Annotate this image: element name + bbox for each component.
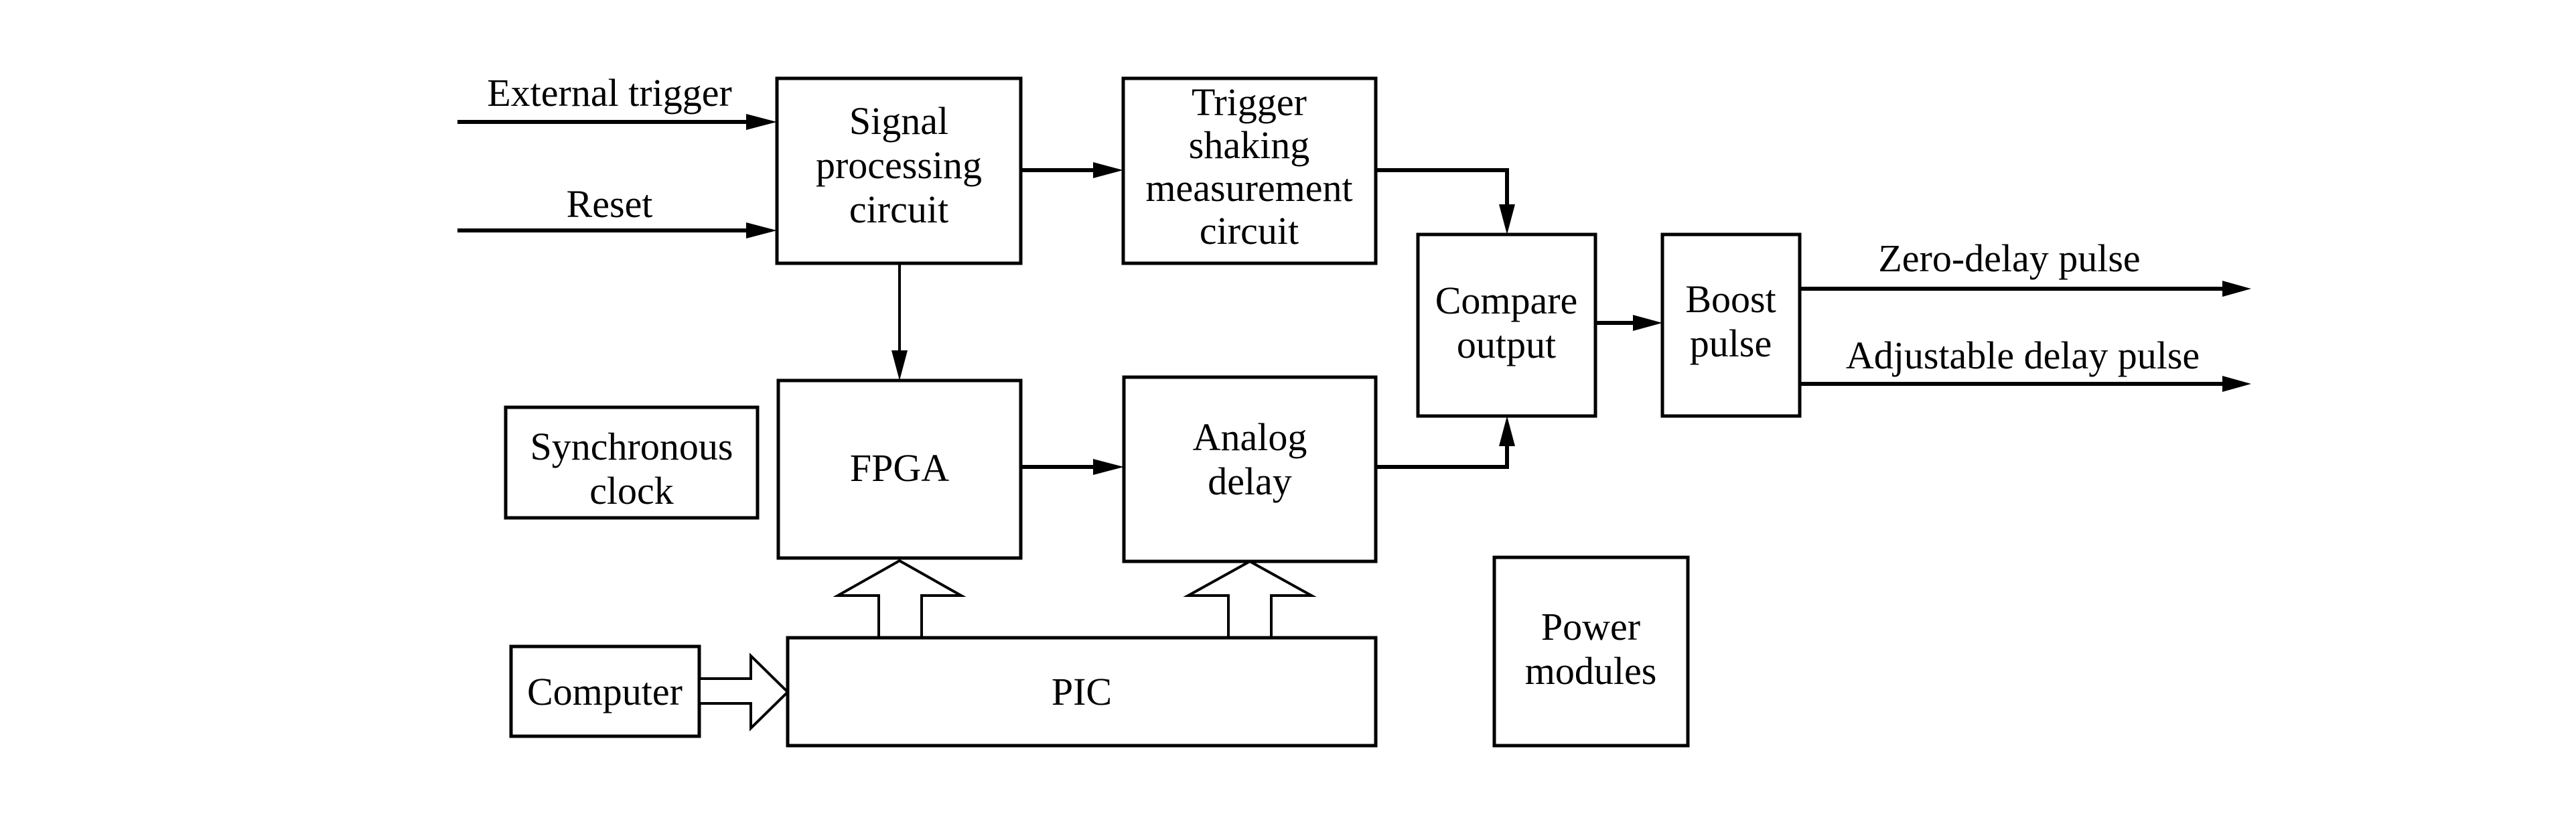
block-label-line: Analog (1193, 415, 1307, 459)
pic-block: PIC (786, 636, 1378, 748)
synchronous-clock-block: Synchronous clock (504, 405, 760, 520)
block-label-line: shaking (1189, 123, 1309, 167)
block-label-line: Power (1541, 605, 1640, 648)
arrowhead-icon (746, 222, 777, 238)
zero-delay-pulse-output: Zero-delay pulse (1800, 236, 2251, 297)
boost-pulse-block: Boost pulse (1660, 232, 1802, 418)
arrowhead-icon (1499, 204, 1515, 234)
block-label-line: circuit (849, 188, 948, 231)
block-label-line: clock (589, 469, 674, 512)
block-label-line: circuit (1200, 209, 1299, 253)
analog-delay-block: Analog delay (1122, 375, 1378, 563)
external-trigger-signal: External trigger (457, 71, 777, 130)
arrowhead-icon (1093, 162, 1123, 178)
arrowhead-icon (2222, 281, 2251, 297)
block-label-line: Signal (849, 99, 948, 143)
bus-arrow-computer-to-pic (698, 652, 790, 732)
block-label-line: delay (1208, 460, 1292, 503)
block-label-line: processing (816, 143, 982, 187)
block-label-line: pulse (1690, 322, 1772, 365)
block-label-line: FPGA (850, 446, 949, 490)
arrowhead-icon (2222, 376, 2251, 392)
block-label-line: PIC (1052, 670, 1112, 713)
arrowhead-icon (1499, 416, 1515, 446)
computer-block: Computer (509, 644, 701, 738)
reset-signal: Reset (457, 182, 777, 238)
external-trigger-label: External trigger (487, 71, 732, 115)
arrowhead-icon (746, 114, 777, 130)
adjustable-delay-pulse-label: Adjustable delay pulse (1846, 334, 2200, 377)
power-modules-block: Power modules (1492, 555, 1690, 748)
block-label-line: modules (1525, 649, 1657, 693)
edge-compare-to-boost (1595, 315, 1662, 331)
bus-arrow-pic-to-analog (1183, 559, 1317, 639)
edge-fpga-to-analog (1021, 459, 1124, 475)
block-label-line: Trigger (1192, 80, 1307, 124)
arrowhead-icon (891, 350, 908, 381)
adjustable-delay-pulse-output: Adjustable delay pulse (1800, 334, 2251, 392)
block-label-line: measurement (1145, 166, 1352, 210)
trigger-shaking-block: Trigger shaking measurement circuit (1121, 76, 1378, 265)
zero-delay-pulse-label: Zero-delay pulse (1878, 236, 2140, 280)
fpga-block: FPGA (776, 378, 1023, 560)
signal-processing-block: Signal processing circuit (775, 76, 1023, 265)
compare-output-block: Compare output (1416, 232, 1597, 418)
edge-trigger-to-compare (1376, 168, 1515, 234)
bus-arrow-pic-to-fpga (833, 559, 967, 639)
edge-signal-to-fpga (891, 263, 908, 381)
arrowhead-icon (1633, 315, 1662, 331)
edge-analog-to-compare (1376, 416, 1515, 469)
reset-label: Reset (567, 182, 653, 226)
block-label-line: Compare (1435, 279, 1578, 322)
block-label-line: Computer (527, 670, 683, 713)
arrowhead-icon (1093, 459, 1124, 475)
block-label-line: Boost (1685, 277, 1776, 321)
block-label-line: output (1457, 323, 1556, 366)
block-label-line: Synchronous (530, 425, 733, 468)
edge-signal-to-trigger (1021, 162, 1123, 178)
